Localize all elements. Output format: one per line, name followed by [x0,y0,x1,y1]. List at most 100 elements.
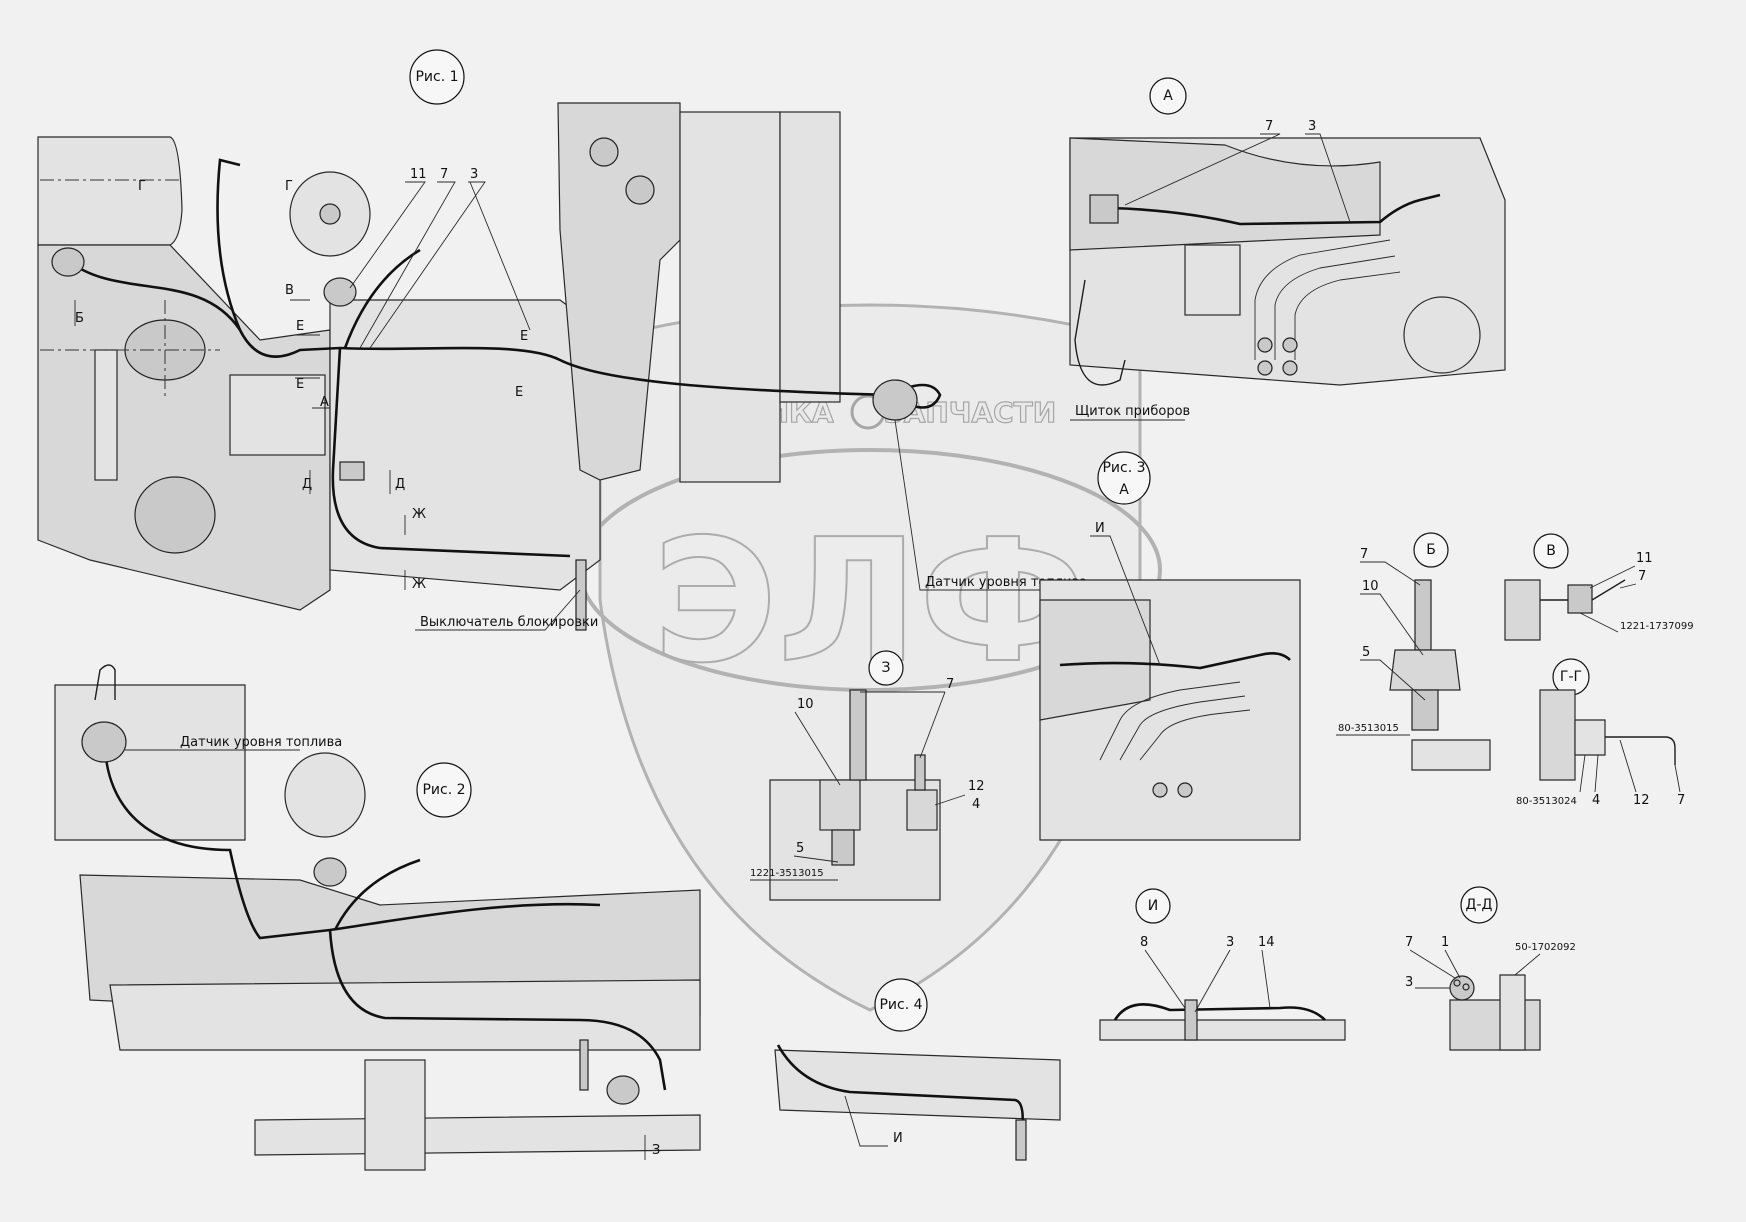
fig1-tank-ellipse2 [134,476,216,554]
view-b-callout [1413,532,1449,568]
view-z-part-number: 1221-3513015 [750,868,824,879]
fig1-mark-d-left: Д [302,477,312,492]
view-dd-clamp [1449,975,1475,1001]
figure-4: Рис. 4 И [774,978,1061,1161]
view-dd-callout [1460,886,1498,924]
fig2-switch [579,1039,589,1091]
view-dd: Д-Д 7 1 3 50-1702092 [1405,886,1576,1051]
view-z-sensor-body [819,779,861,831]
view-v-leaders [1579,565,1637,633]
fig1-harness-branch-up [343,248,421,349]
view-a-receiver [1403,296,1481,374]
fig1-callout-3: 3 [470,167,478,182]
figure-3: Рис. 3 А И [1039,451,1301,841]
view-z-sensor-stem [849,689,867,781]
view-a-label: А [1163,88,1173,104]
fig1-mark-d-right: Д [395,477,405,492]
view-dd-callout-7: 7 [1405,935,1413,950]
fig1-mark-a: А [320,395,329,410]
fig1-harness-branch-down [331,347,571,558]
fig1-harness-main [69,260,891,397]
view-z-callout-10: 10 [797,697,814,712]
fig1-interlock-leader [415,589,581,631]
view-gg-wall [1539,689,1576,781]
view-b-label: Б [1426,542,1436,558]
view-a-fitting2 [1282,337,1298,353]
fig1-mark-g-right: Г [285,179,293,194]
fig2-connector [313,857,347,887]
fig4-harness [776,1044,1024,1131]
view-gg-part-number: 80-3513024 [1516,796,1577,807]
view-z-bracket [769,779,941,901]
fig1-cab-bolt1 [589,137,619,167]
view-b-leaders [1336,561,1426,736]
view-gg-leaders [1579,739,1681,793]
view-z-switch-stem [914,754,926,791]
fig3-fitting2 [1177,782,1193,798]
fig1-fuel-sensor-leader [894,419,1050,591]
view-v-switch-stem [1540,579,1626,601]
fig2-fuel-sensor-label: Датчик уровня топлива [180,735,342,750]
fig3-mark-i: И [1095,521,1105,536]
fig2-harness-down [328,929,667,1091]
view-a-connector [1089,194,1119,224]
fig3-fitting1 [1152,782,1168,798]
fig1-mark-zh-top: Ж [412,507,426,522]
fig1-interlock-label: Выключатель блокировки [420,615,598,630]
view-dd-bolt [1499,974,1526,1051]
fig1-fuel-level-sensor [872,379,918,421]
figure-1-label: Рис. 1 [415,69,458,85]
view-gg-sensor-body [1574,719,1606,756]
fig1-mark-e-top-left: Е [296,319,304,334]
fig1-frame-panel [94,349,118,481]
fig1-clip1 [339,461,365,481]
fig1-frame-rail-right [679,111,781,483]
view-i-leaders [1144,949,1271,1013]
view-a-pipes [1254,239,1401,360]
view-i-harness [1113,1003,1326,1021]
fig1-frame-panel2 [229,374,326,456]
view-i-rail [1099,1019,1346,1041]
figure-3-callout [1097,451,1151,505]
fig2-support [364,1059,426,1171]
view-i-label: И [1148,898,1158,914]
fig1-cab-bolt2 [625,175,655,205]
fig1-fuel-sensor-left [51,247,85,277]
view-z-callout-5: 5 [796,841,804,856]
view-dd-part-number: 50-1702092 [1515,942,1576,953]
fig2-sensor-loop [94,664,116,701]
view-b-thread [1411,689,1439,731]
fig1-harness-tank-sensor [216,158,242,331]
view-v-callout-11: 11 [1636,551,1653,566]
view-v-part-number: 1221-1737099 [1620,621,1694,632]
fig4-mark-i: И [893,1131,903,1146]
view-b-sensor-stem [1414,579,1432,651]
view-dd-bracket [1449,999,1541,1051]
view-dd-callout-3: 3 [1405,975,1413,990]
fig2-harness-up [333,858,421,931]
view-z-leaders [750,691,966,881]
view-b-bracket [1411,739,1491,771]
fig1-centerline [40,179,220,400]
fig1-leader-3 [369,181,531,349]
fig1-mark-e-bottom-right: Е [515,385,523,400]
view-b-callout-10: 10 [1362,579,1379,594]
fig2-sensor-bottom [606,1075,640,1105]
fig2-bottom-rail [254,1114,701,1156]
view-gg-wire [1605,736,1676,765]
view-dd-leaders [1409,949,1541,989]
view-b-callout-5: 5 [1362,645,1370,660]
view-v-callout-7: 7 [1638,569,1646,584]
view-v: В 11 7 1221-1737099 [1504,533,1694,641]
view-v-callout [1533,533,1569,569]
view-gg-callout-4: 4 [1592,793,1600,808]
fig1-callout-11: 11 [410,167,427,182]
view-z-switch-body [906,789,938,831]
fig2-lower-beam [109,979,701,1051]
view-i-callout-3: 3 [1226,935,1234,950]
view-b-sensor-hex [1389,649,1461,691]
view-v-label: В [1546,543,1556,559]
view-z-label: З [882,660,891,676]
view-z-callout-12: 12 [968,779,985,794]
view-a: А 7 3 [1069,77,1506,386]
